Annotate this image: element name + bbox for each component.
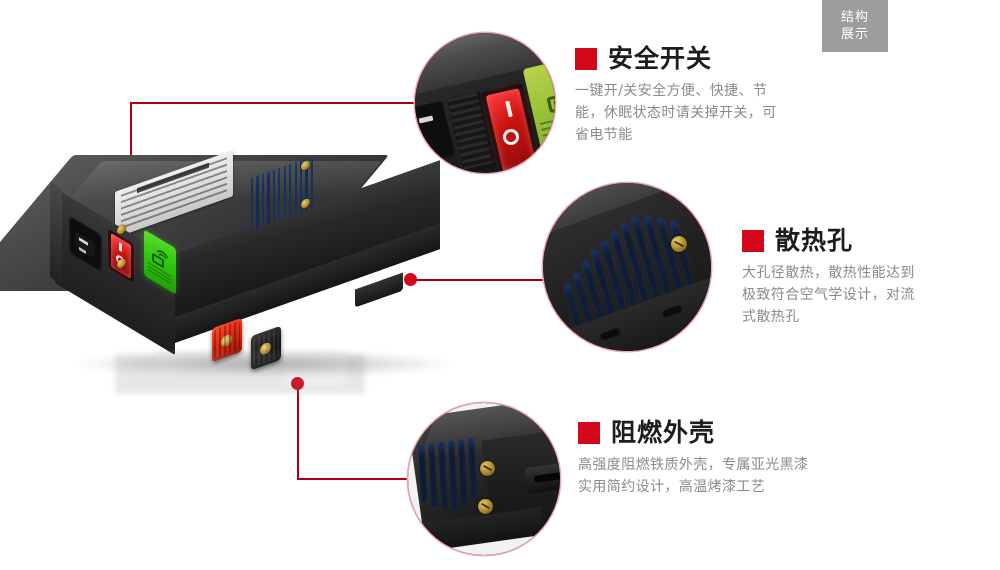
callout-heat-vent-title: 散热孔 <box>775 226 854 255</box>
callout-shell-body: 高强度阻燃铁质外壳，专属亚光黑漆 实用简约设计，高温烤漆工艺 <box>578 454 878 498</box>
detail-circle-vent[interactable] <box>543 183 711 351</box>
red-square-marker-icon <box>742 229 764 252</box>
tab-badge-line1: 结构 <box>840 10 869 25</box>
product-mount-tab <box>355 272 403 308</box>
leader-line-switch-horizontal <box>130 102 430 104</box>
callout-safety-switch-line1: 一键开/关安全方便、快捷、节 <box>575 83 768 99</box>
detail3-connector <box>524 462 560 494</box>
detail1-nfc-chip-icon <box>553 99 555 107</box>
callout-safety-switch: 安全开关 一键开/关安全方便、快捷、节 能，休眠状态时请关掉开关，可 省电节能 <box>575 46 790 146</box>
callout-safety-switch-line2: 能，休眠状态时请关掉开关，可 <box>575 105 777 121</box>
callout-heat-vent-body: 大孔径散热，散热性能达到 极致符合空气学设计，对流 式散热孔 <box>742 262 957 328</box>
leader-line-shell-vertical <box>297 389 299 479</box>
callout-heat-vent-line2: 极致符合空气学设计，对流 <box>742 287 915 303</box>
callout-safety-switch-body: 一键开/关安全方便、快捷、节 能，休眠状态时请关掉开关，可 省电节能 <box>575 80 790 146</box>
callout-safety-switch-title: 安全开关 <box>608 44 713 73</box>
detail3-screw-bottom <box>478 499 493 514</box>
callout-heat-vent-line3: 式散热孔 <box>742 309 800 325</box>
hotspot-dot-shell[interactable] <box>291 377 304 390</box>
detail3-vent-slots <box>418 437 483 516</box>
detail2-screw <box>671 236 687 252</box>
red-square-marker-icon <box>575 47 597 70</box>
callout-heat-vent-head: 散热孔 <box>742 228 957 253</box>
tab-badge-line2: 展示 <box>840 27 869 42</box>
detail-circle-shell[interactable] <box>408 403 560 555</box>
detail-circle-switch[interactable] <box>415 33 555 173</box>
product-image <box>0 150 475 420</box>
callout-safety-switch-head: 安全开关 <box>575 46 790 71</box>
switch-mark-on-icon <box>119 242 122 252</box>
detail3-screw-top <box>480 461 495 476</box>
leader-line-shell-horizontal <box>297 478 422 480</box>
callout-shell-line1: 高强度阻燃铁质外壳，专属亚光黑漆 <box>578 457 809 473</box>
callout-heat-vent: 散热孔 大孔径散热，散热性能达到 极致符合空气学设计，对流 式散热孔 <box>742 228 957 328</box>
product-front-lip <box>50 181 62 285</box>
callout-heat-vent-line1: 大孔径散热，散热性能达到 <box>742 265 915 281</box>
leader-line-vent <box>412 279 552 281</box>
hotspot-dot-vent[interactable] <box>404 273 417 286</box>
callout-shell-line2: 实用简约设计，高温烤漆工艺 <box>578 479 766 495</box>
product-reflection <box>55 350 485 470</box>
callout-shell-head: 阻燃外壳 <box>578 420 878 445</box>
wifi-icon <box>156 242 169 261</box>
structure-display-tab[interactable]: 结构 展示 <box>822 0 888 52</box>
red-square-marker-icon <box>578 421 600 444</box>
callout-shell-title: 阻燃外壳 <box>611 418 716 447</box>
callout-safety-switch-line3: 省电节能 <box>575 127 633 143</box>
callout-flame-retardant-shell: 阻燃外壳 高强度阻燃铁质外壳，专属亚光黑漆 实用简约设计，高温烤漆工艺 <box>578 420 878 498</box>
